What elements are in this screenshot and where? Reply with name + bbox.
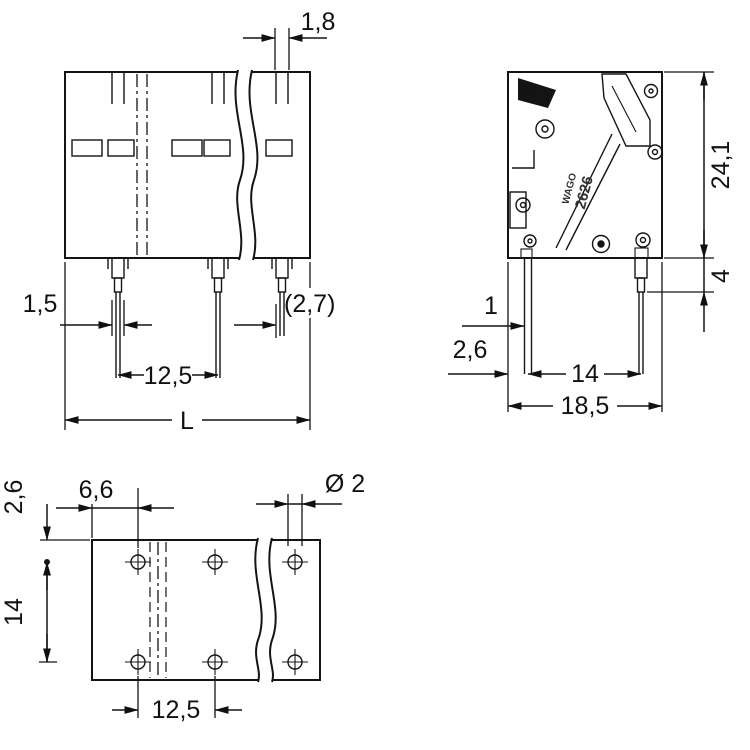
dim-label: (2,7) [284,290,335,318]
dim-label: 1,5 [23,290,58,318]
solder-pin [207,257,229,378]
dimension-total-length: L [64,262,311,435]
dimension-housing-depth: 18,5 [507,262,663,420]
break-symbol [234,69,259,261]
dimension-top-pin-width: 1,8 [243,8,335,70]
dim-label: 1 [484,292,498,320]
dimension-housing-height: 24,1 [664,71,735,259]
dimension-hole-edge-offset: 2,6 [0,480,90,541]
solder-pin [634,257,648,374]
front-view: 1,8 1,5 12,5 L (2,7) [23,8,336,435]
dimension-pin-length: 4 [647,258,735,332]
dim-label: 14 [0,598,28,626]
mounting-hole [282,649,308,675]
dimension-pin-width: 1,5 [23,290,152,336]
footprint-view: 2,6 14 6,6 Ø 2 [0,470,365,724]
mounting-hole [125,549,151,575]
dimension-first-hole-offset: 6,6 [56,476,174,548]
dim-label: 4 [707,269,735,283]
solder-pin [107,257,129,378]
footprint-outline [91,539,321,681]
dimension-end-offset: (2,7) [234,290,335,338]
side-housing [507,71,663,259]
front-housing [64,71,311,259]
dim-label: 2,6 [453,336,488,364]
dim-label: 18,5 [561,392,610,420]
dimension-pole-pitch: 12,5 [117,362,219,390]
front-slots [71,139,293,157]
dimension-pin-spacing: 14 [527,360,642,388]
dim-label: 2,6 [0,480,28,515]
solder-pin [271,257,293,336]
dimension-edge-offset: 2,6 [448,262,509,412]
dimension-row-spacing: 14 [0,561,57,663]
lever-slot [601,73,651,147]
dim-label: 6,6 [79,476,114,504]
dimension-wire-width: 1 [462,292,525,330]
lever-slot-line [611,85,637,133]
housing-circles [515,83,663,254]
mounting-hole [202,549,228,575]
dim-label: 12,5 [152,696,201,724]
test-pin-wires [523,258,533,374]
dim-label: 14 [571,360,599,388]
side-view: WAGO 2626 24,1 4 [448,71,735,420]
dim-label: L [180,407,194,435]
dim-label: 12,5 [144,362,193,390]
dim-label: 1,8 [301,8,336,36]
mounting-hole [282,549,308,575]
dimension-hole-pitch: 12,5 [112,676,242,724]
mounting-hole [125,649,151,675]
break-symbol [254,537,277,683]
front-top-slots [111,72,289,104]
dimension-hole-diameter: Ø 2 [256,470,365,546]
mounting-hole [202,649,228,675]
internal-structure [509,133,649,259]
dim-label: 24,1 [707,141,735,190]
lever-icon [518,78,556,108]
mounting-holes [125,549,308,675]
dim-label: Ø 2 [325,470,365,498]
